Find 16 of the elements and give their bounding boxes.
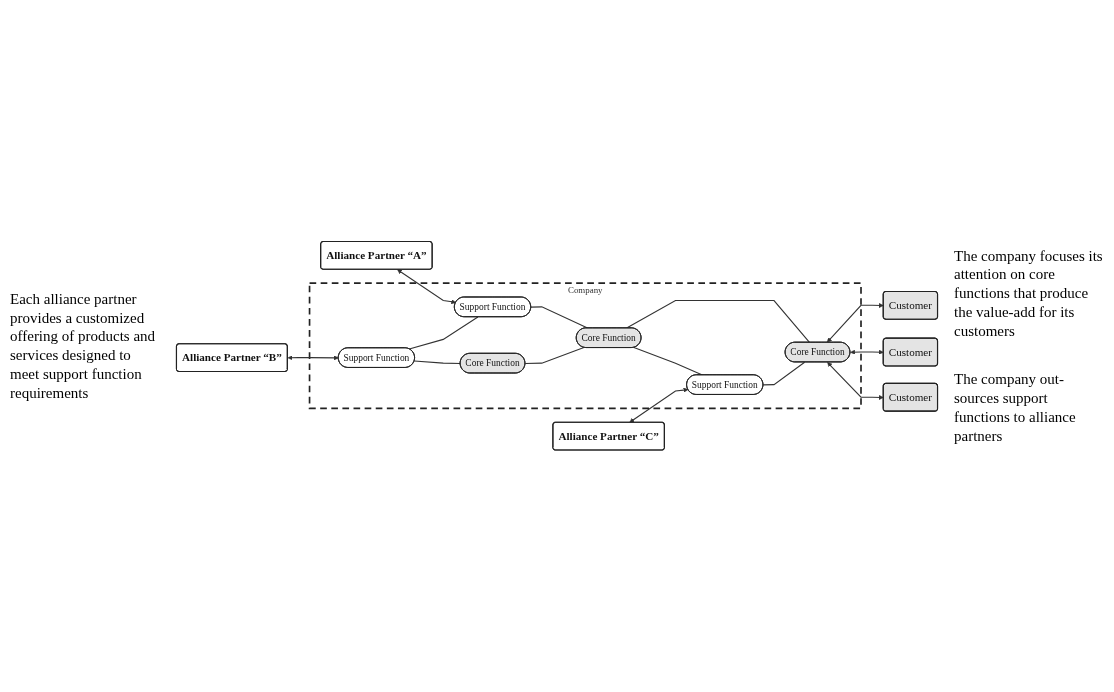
connector — [408, 316, 479, 350]
connector — [413, 360, 461, 365]
arrow — [287, 355, 339, 361]
arrow — [826, 303, 884, 343]
arrow — [850, 350, 884, 355]
arrow — [629, 387, 689, 423]
connector — [762, 361, 806, 386]
note-text: The company focuses its attention on core functions that produce the value-add for its customers — [954, 246, 1104, 341]
note-text: Each alliance partner provides a customized offering of products and services designed to meet support function requirements — [10, 289, 157, 403]
note-text: The company out-sources support functions to alliance partners — [954, 370, 1077, 446]
connector — [626, 300, 811, 344]
connector — [524, 347, 585, 365]
connector — [530, 306, 589, 329]
connector — [633, 347, 703, 376]
arrow — [397, 269, 457, 305]
arrow — [827, 362, 884, 401]
